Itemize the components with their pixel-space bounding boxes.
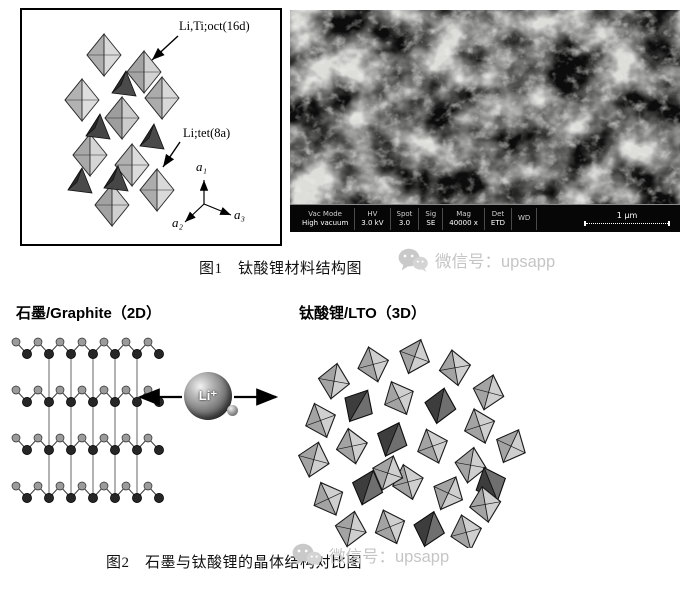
figure1-crystal-box: Li,Ti;oct(16d) Li;tet(8a) a₁ a₂ a₃	[20, 8, 282, 246]
lto-structure-illustration	[293, 333, 530, 548]
watermark-figure1: 微信号：upsapp	[397, 247, 555, 273]
axes-arrows-icon	[184, 180, 232, 223]
wechat-icon	[292, 543, 322, 567]
figure1-caption: 图1 钛酸锂材料结构图	[199, 261, 363, 277]
lto-label: 钛酸锂/LTO（3D）	[299, 305, 426, 322]
watermark-figure2: 微信号：upsapp	[291, 542, 449, 568]
axis-label-a3: a₃	[234, 207, 246, 222]
sem-scale-bar: 1 μm	[584, 211, 674, 226]
crystal-structure-illustration	[64, 32, 232, 228]
label-tet-site: Li;tet(8a)	[183, 126, 231, 140]
graphite-structure-illustration	[11, 337, 165, 504]
axis-label-a2: a₂	[172, 215, 184, 230]
graphite-label: 石墨/Graphite（2D）	[16, 305, 162, 322]
wechat-icon	[398, 248, 428, 272]
scale-bar-line	[584, 221, 670, 226]
li-ion-exchange: Li⁺	[128, 370, 288, 424]
sem-col: WD	[512, 207, 538, 230]
sem-scale-label: 1 μm	[616, 211, 638, 220]
watermark-text: 微信号：upsapp	[435, 253, 556, 271]
label-oct-site: Li,Ti;oct(16d)	[179, 19, 250, 33]
left-right-arrows-icon	[137, 388, 279, 406]
li-ion-label: Li⁺	[198, 388, 218, 403]
watermark-text: 微信号：upsapp	[329, 548, 450, 566]
small-sphere	[227, 405, 238, 416]
li-ion-sphere: Li⁺	[184, 372, 232, 420]
axis-label-a1: a₁	[196, 159, 208, 174]
annotation-arrow-icons	[151, 35, 181, 168]
sem-image	[290, 10, 680, 204]
interlayer-bond-lines	[48, 354, 138, 498]
